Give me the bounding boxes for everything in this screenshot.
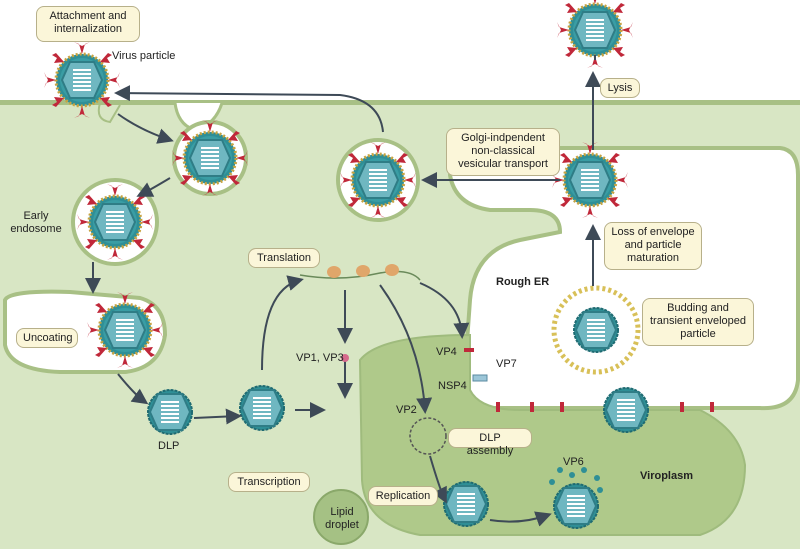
virus-in-endosome — [77, 184, 153, 260]
label-viroplasm: Viroplasm — [640, 470, 693, 482]
nsp4-protein — [472, 374, 488, 382]
label-lipid-droplet: Lipid droplet — [325, 506, 359, 531]
label-uncoating: Uncoating — [16, 328, 78, 348]
vp6-proteins — [549, 467, 603, 493]
label-rough-er: Rough ER — [496, 276, 550, 288]
label-early-endosome: Early endosome — [10, 210, 62, 235]
label-vp7: VP7 — [496, 358, 517, 370]
dlp-transcribing — [240, 386, 284, 430]
label-dlp-assembly: DLP assembly — [448, 428, 532, 457]
er-membrane-proteins — [464, 348, 714, 412]
label-vp2: VP2 — [396, 404, 417, 416]
label-translation: Translation — [248, 248, 320, 268]
dlp-assembly-site — [409, 417, 447, 455]
virus-exocytosis — [340, 142, 416, 218]
dlp-replicating — [444, 482, 488, 526]
label-vp6: VP6 — [563, 456, 584, 468]
label-budding: Budding and transient enveloped particle — [642, 298, 754, 346]
virus-mature — [552, 142, 628, 218]
label-dlp: DLP — [158, 440, 180, 452]
label-golgi: Golgi-indpendent non-classical vesicular… — [446, 128, 560, 176]
dlp-assembled — [554, 484, 598, 528]
enveloped-dlp — [574, 308, 618, 352]
label-vp1-vp3: VP1, VP3 — [296, 352, 344, 364]
virus-particle-top-left — [44, 42, 120, 118]
label-replication: Replication — [368, 486, 438, 506]
label-lysis: Lysis — [600, 78, 640, 98]
vp1-vp3-protein — [341, 354, 349, 362]
dlp-particle — [148, 390, 192, 434]
label-vp4: VP4 — [436, 346, 457, 358]
lipid-droplet — [313, 489, 369, 545]
dlp-budding — [604, 388, 648, 432]
label-attachment: Attachment and internalization — [36, 6, 140, 42]
plasma-membrane — [0, 100, 800, 105]
label-loss-envelope: Loss of envelope and particle maturation — [604, 222, 702, 270]
label-transcription: Transcription — [228, 472, 310, 492]
label-virus-particle: Virus particle — [112, 50, 176, 62]
label-nsp4: NSP4 — [438, 380, 467, 392]
ribosomes — [299, 264, 421, 281]
flow-arrows — [85, 55, 601, 527]
virus-in-vesicle — [172, 120, 248, 196]
virus-uncoating — [87, 292, 163, 368]
